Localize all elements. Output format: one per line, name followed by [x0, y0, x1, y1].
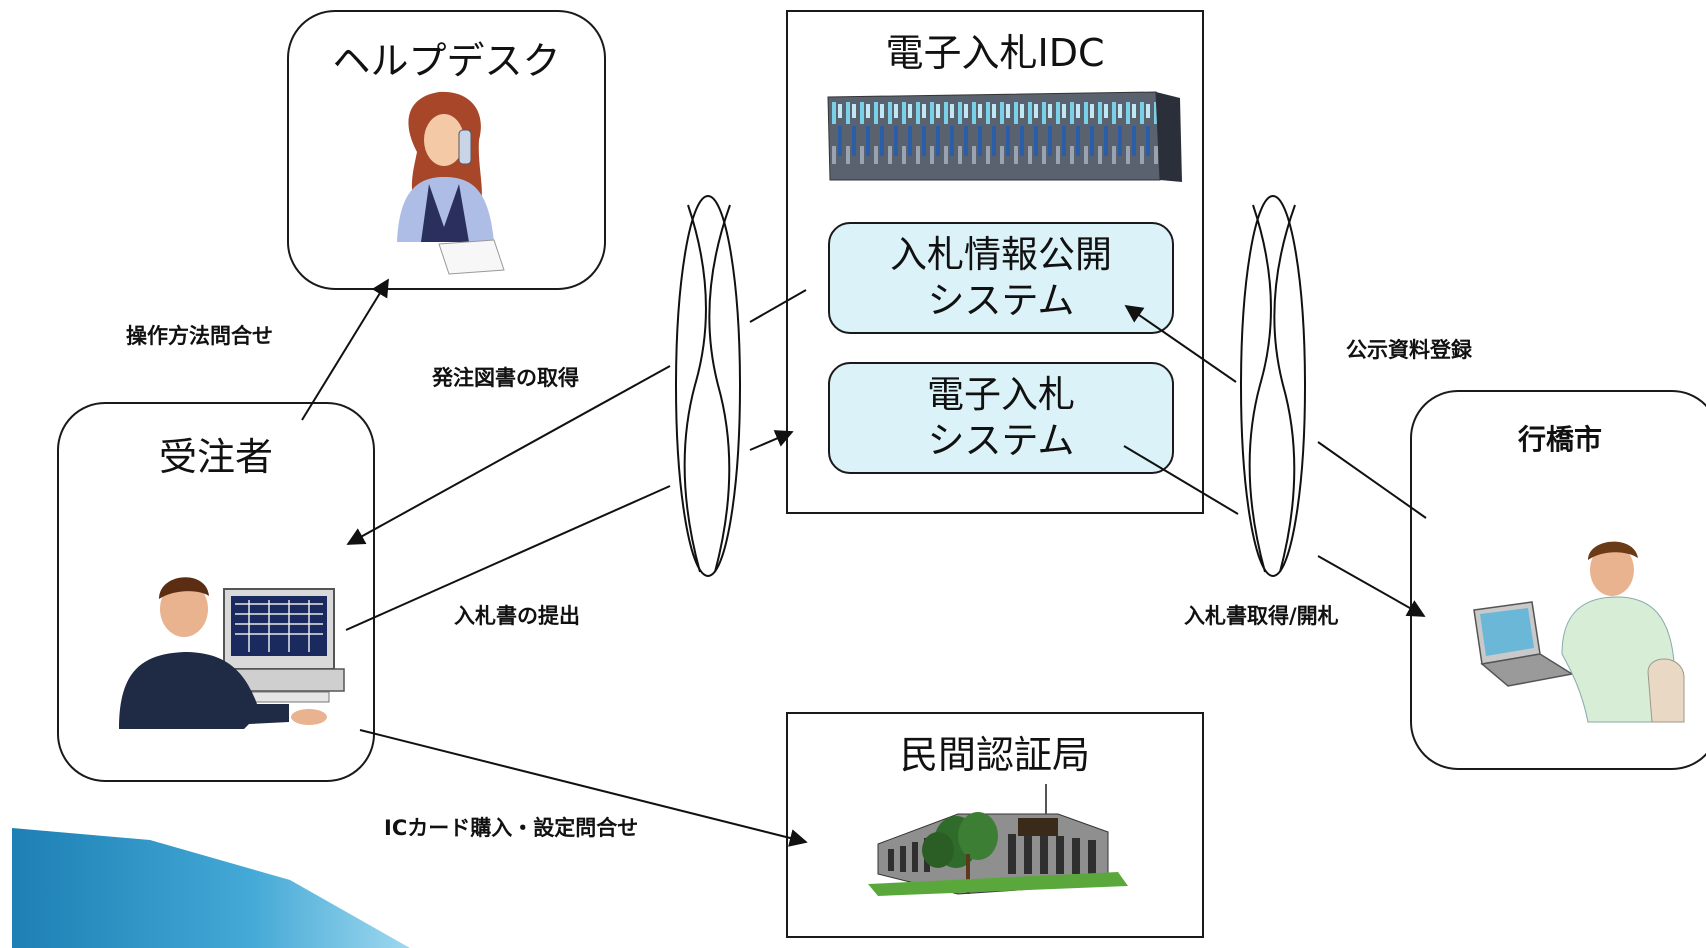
arrow-inquiry	[301, 278, 389, 421]
bid-info-system-line2: システム	[927, 279, 1075, 322]
contractor-box: 受注者	[57, 402, 375, 782]
line-net-to-info	[749, 289, 807, 323]
label-open-bid: 入札書取得/開札	[1184, 604, 1339, 628]
idc-title: 電子入札IDC	[885, 31, 1105, 75]
line-net-to-city	[1317, 441, 1427, 519]
certificate-authority-title: 民間認証局	[899, 733, 1090, 777]
contractor-title: 受注者	[158, 435, 273, 479]
label-get-docs: 発注図書の取得	[432, 366, 579, 390]
network-ellipse-left	[675, 195, 741, 577]
arrow-get-docs	[346, 365, 671, 545]
arrow-net-to-bid	[749, 430, 794, 451]
arrow-publish	[1124, 304, 1237, 383]
server-rack-icon	[827, 91, 1182, 182]
e-bidding-system-line2: システム	[927, 419, 1075, 462]
e-bidding-system-box: 電子入札 システム	[828, 362, 1174, 474]
label-submit-bid: 入札書の提出	[454, 604, 580, 628]
label-publish: 公示資料登録	[1346, 338, 1472, 362]
e-bidding-system-line1: 電子入札	[927, 373, 1075, 416]
office-building-icon	[868, 784, 1128, 896]
helpdesk-box: ヘルプデスク	[287, 10, 606, 290]
bid-info-system-box: 入札情報公開 システム	[828, 222, 1174, 334]
network-ellipse-right	[1240, 195, 1306, 577]
arrow-ic-card	[359, 729, 808, 847]
city-box: 行橋市	[1410, 390, 1706, 770]
helpdesk-title: ヘルプデスク	[332, 39, 561, 83]
contractor-at-computer-icon	[119, 577, 345, 729]
label-inquiry: 操作方法問合せ	[126, 324, 273, 348]
bid-info-system-line1: 入札情報公開	[890, 233, 1112, 276]
line-bid-to-net	[1123, 445, 1239, 515]
city-staff-laptop-icon	[1473, 541, 1685, 723]
arrow-open-bid	[1317, 555, 1426, 617]
operator-with-phone-icon	[397, 91, 505, 275]
label-ic-card: ICカード購入・設定問合せ	[384, 816, 639, 840]
city-title: 行橋市	[1518, 423, 1603, 456]
certificate-authority-box: 民間認証局	[786, 712, 1204, 938]
line-submit-bid	[345, 485, 671, 631]
